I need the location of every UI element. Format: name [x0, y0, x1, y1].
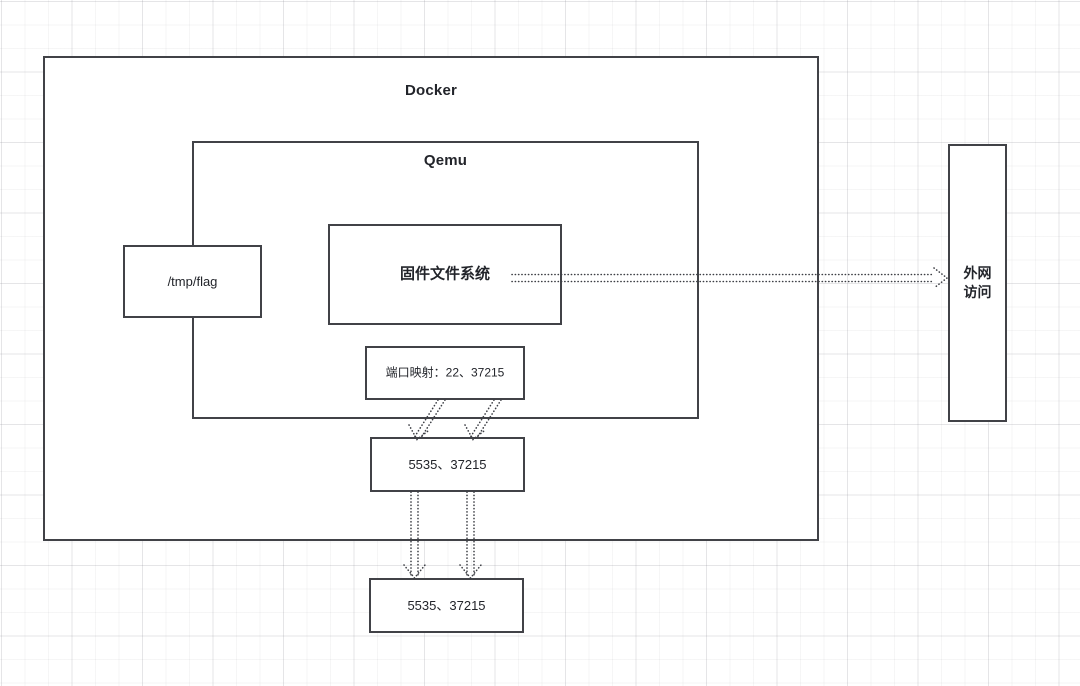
- qemu-label: Qemu: [423, 152, 468, 169]
- tmp-flag-box[interactable]: /tmp/flag: [123, 245, 262, 318]
- port-mapping-label: 端口映射：22、37215: [385, 365, 505, 380]
- external-network-label: 外网 访问: [963, 265, 992, 300]
- ports-middle-box[interactable]: 5535、37215: [370, 437, 525, 492]
- firmware-filesystem-label: 固件文件系统: [399, 265, 490, 283]
- firmware-filesystem-box[interactable]: 固件文件系统: [328, 224, 562, 325]
- ports-bottom-label: 5535、37215: [407, 597, 486, 613]
- ports-bottom-box[interactable]: 5535、37215: [369, 578, 524, 633]
- external-network-box[interactable]: 外网 访问: [948, 144, 1007, 422]
- ports-middle-label: 5535、37215: [408, 456, 487, 472]
- tmp-flag-label: /tmp/flag: [167, 273, 218, 289]
- port-mapping-box[interactable]: 端口映射：22、37215: [365, 346, 525, 400]
- docker-label: Docker: [404, 82, 458, 99]
